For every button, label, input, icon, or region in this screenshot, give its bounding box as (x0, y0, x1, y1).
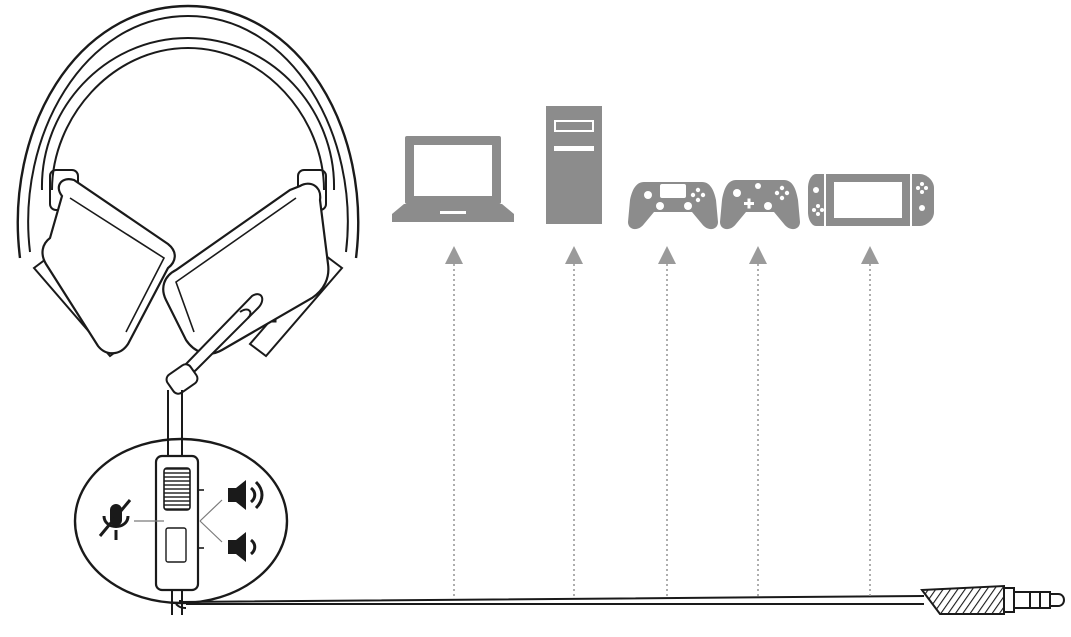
volume-up-icon (228, 480, 264, 510)
laptop-icon (392, 136, 514, 222)
desktop-tower-icon (546, 106, 602, 224)
volume-down-icon (228, 532, 257, 562)
arrow-switch (861, 246, 879, 596)
left-ear-cup (32, 178, 176, 358)
arrow-laptop (445, 246, 463, 596)
playstation-controller-icon (628, 182, 718, 230)
3.5mm-jack-icon (920, 584, 1065, 615)
inline-remote-icon (73, 437, 289, 615)
audio-cable-icon (175, 595, 925, 609)
boom-microphone-icon (165, 293, 264, 395)
arrow-pc (565, 246, 583, 596)
connection-arrows (445, 246, 879, 596)
xbox-controller-icon (720, 180, 800, 230)
headset-icon (16, 4, 360, 460)
microphone-mute-icon (98, 499, 132, 540)
nintendo-switch-icon (808, 174, 934, 226)
arrow-xbox-controller (749, 246, 767, 596)
right-ear-cup (162, 182, 344, 358)
arrow-ps-controller (658, 246, 676, 596)
